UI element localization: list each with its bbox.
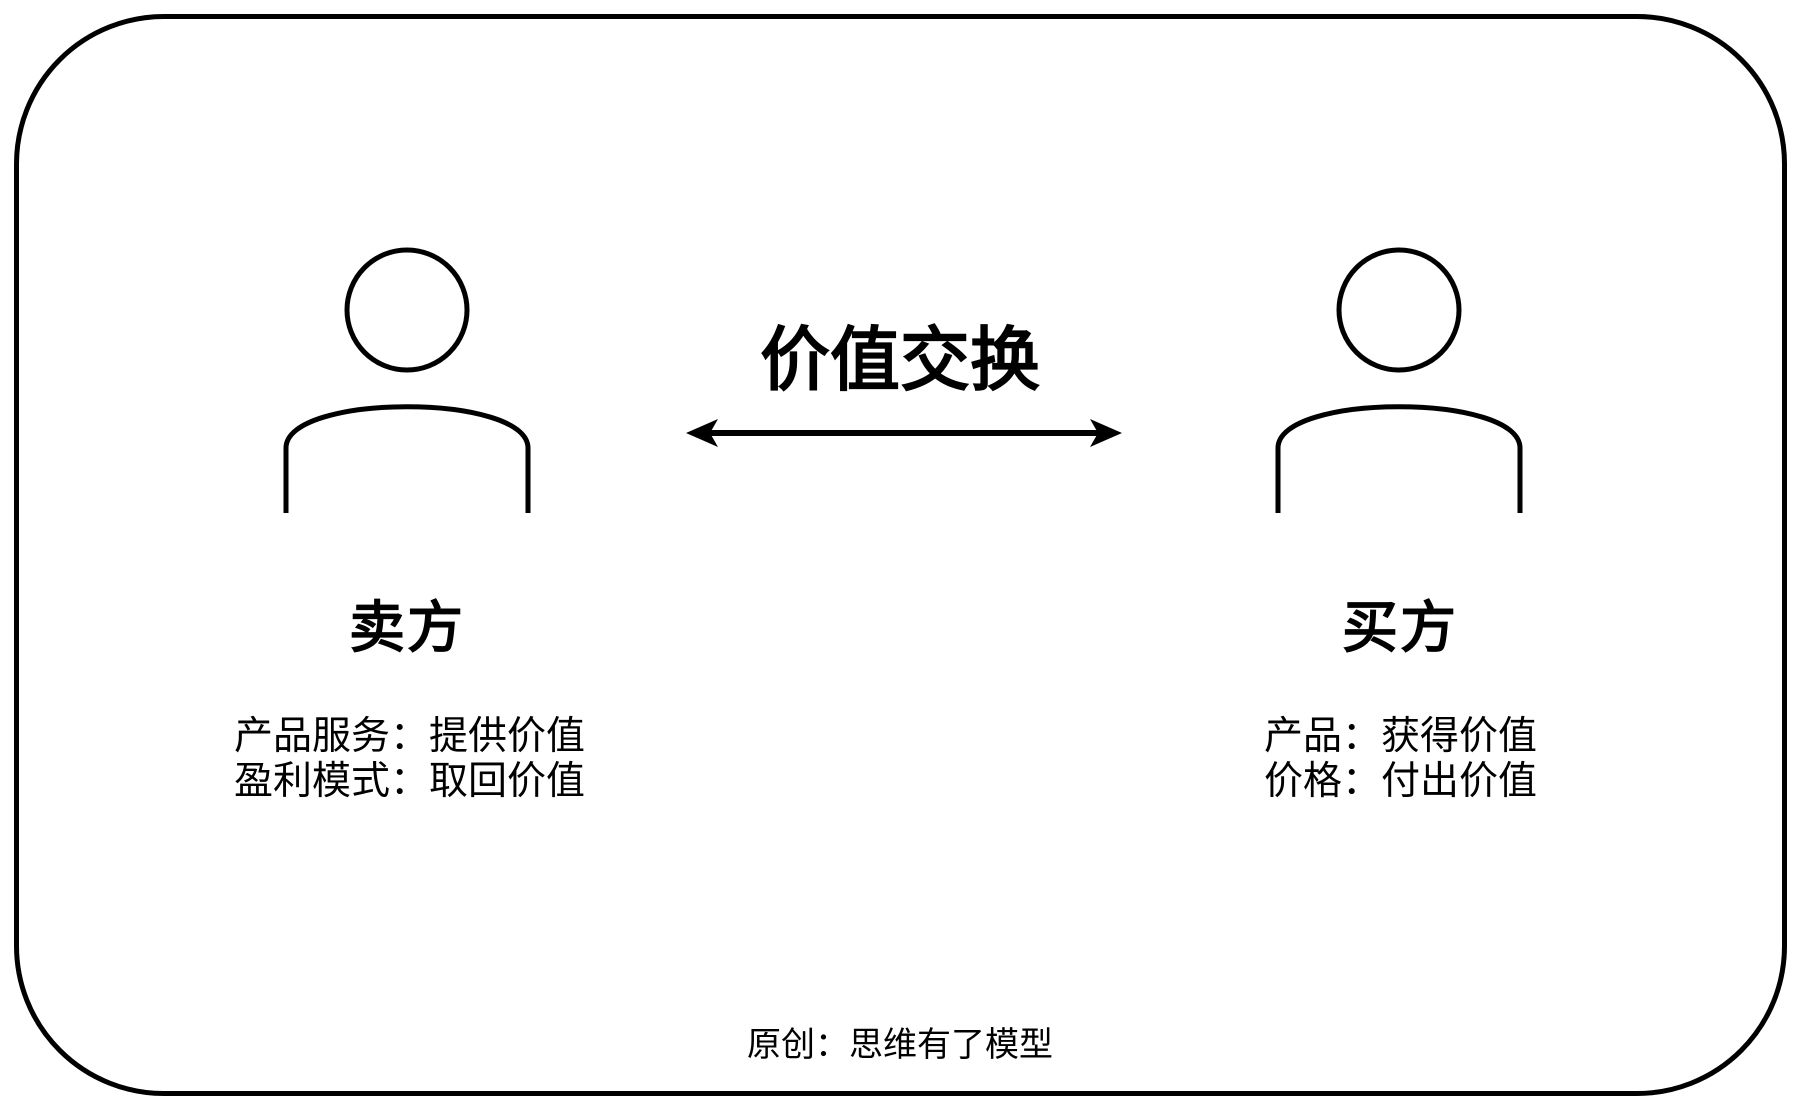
seller-person-icon: [278, 243, 538, 543]
seller-title: 卖方: [349, 596, 465, 661]
buyer-title: 买方: [1342, 596, 1458, 661]
diagram-frame: [14, 14, 1787, 1096]
buyer-person-icon: [1266, 243, 1526, 543]
exchange-title: 价值交换: [760, 319, 1040, 401]
buyer-line-product: 产品：获得价值: [1264, 714, 1538, 759]
buyer-description: 产品：获得价值 价格：付出价值: [1264, 714, 1537, 804]
double-arrow-icon: [684, 413, 1124, 453]
credit-text: 原创：思维有了模型: [747, 1025, 1053, 1065]
seller-line-product-service: 产品服务：提供价值: [234, 714, 586, 759]
seller-line-profit-model: 盈利模式：取回价值: [234, 759, 586, 804]
seller-description: 产品服务：提供价值 盈利模式：取回价值: [234, 714, 585, 804]
buyer-line-price: 价格：付出价值: [1264, 759, 1538, 804]
